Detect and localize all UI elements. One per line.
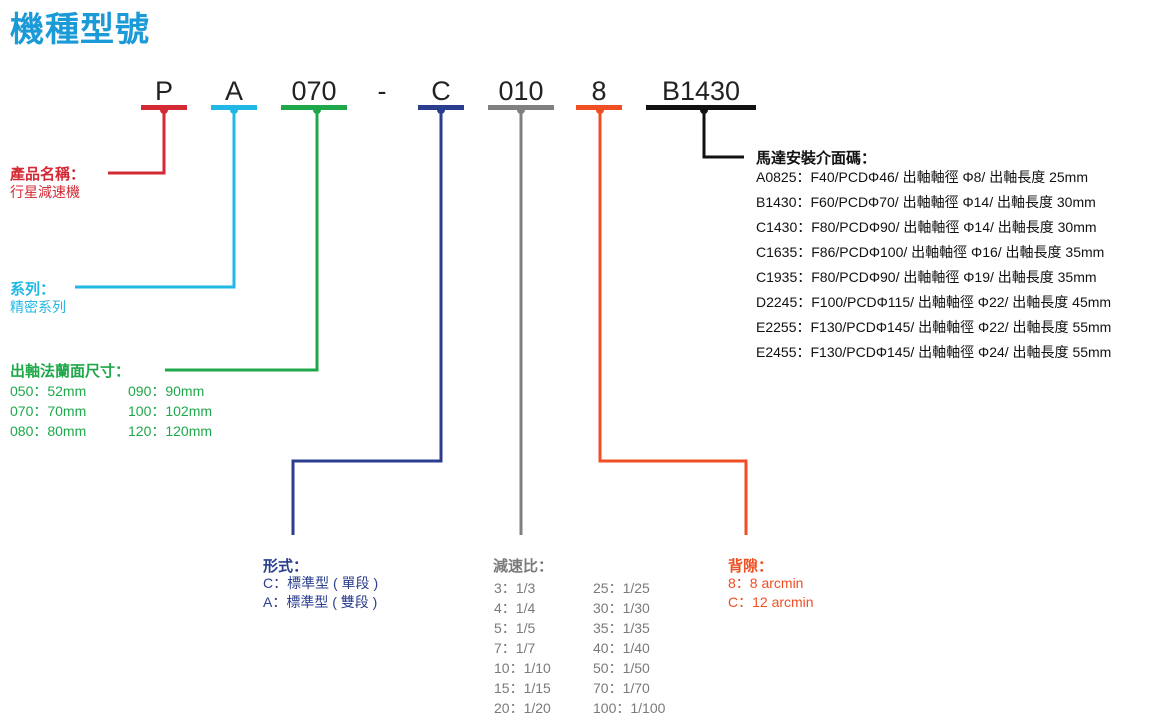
form-list: C：標準型 ( 單段 ) A：標準型 ( 雙段 ) [263, 574, 378, 612]
form-item: C：標準型 ( 單段 ) [263, 575, 379, 591]
page-title: 機種型號 [10, 11, 150, 49]
motor-item: A0825：F40/PCDΦ46/ 出軸軸徑 Φ8/ 出軸長度 25mm [756, 169, 1088, 185]
motor-item: C1635：F86/PCDΦ100/ 出軸軸徑 Φ16/ 出軸長度 35mm [756, 244, 1105, 260]
connector-backlash [598, 110, 748, 535]
connector-series-dot [230, 106, 238, 114]
series-value: 精密系列 [10, 299, 66, 315]
ratio-col1: 3：1/3 4：1/4 5：1/5 7：1/7 10：1/10 15：1/15 … [494, 578, 551, 718]
motor-item: C1935：F80/PCDΦ90/ 出軸軸徑 Φ19/ 出軸長度 35mm [756, 269, 1097, 285]
flange-heading: 出軸法蘭面尺寸： [10, 363, 131, 380]
ratio-item: 20：1/20 [494, 700, 551, 716]
code-segment-form: C [431, 76, 451, 106]
backlash-heading: 背隙： [728, 558, 774, 575]
code-segment-dash: - [377, 76, 387, 106]
ratio-item: 70：1/70 [593, 680, 650, 696]
ratio-heading: 減速比： [493, 558, 554, 575]
motor-item: E2255：F130/PCDΦ145/ 出軸軸徑 Φ22/ 出軸長度 55mm [756, 319, 1112, 335]
connector-product-dot [160, 106, 168, 114]
ratio-item: 50：1/50 [593, 660, 650, 676]
connector-flange-dot [313, 106, 321, 114]
connector-product [108, 110, 166, 175]
motor-item: E2455：F130/PCDΦ145/ 出軸軸徑 Φ24/ 出軸長度 55mm [756, 344, 1112, 360]
motor-list: A0825：F40/PCDΦ46/ 出軸軸徑 Φ8/ 出軸長度 25mm B14… [756, 165, 1111, 365]
ratio-item: 40：1/40 [593, 640, 650, 656]
ratio-item: 30：1/30 [593, 600, 650, 616]
flange-item: 070：70mm [10, 403, 87, 419]
motor-item: B1430：F60/PCDΦ70/ 出軸軸徑 Φ14/ 出軸長度 30mm [756, 194, 1096, 210]
flange-col1: 050：52mm 070：70mm 080：80mm [10, 381, 86, 441]
flange-item: 120：120mm [128, 423, 213, 439]
connector-form-dot [437, 106, 445, 114]
ratio-item: 35：1/35 [593, 620, 650, 636]
ratio-item: 15：1/15 [494, 680, 551, 696]
backlash-item: C：12 arcmin [728, 594, 814, 610]
motor-item: D2245：F100/PCDΦ115/ 出軸軸徑 Φ22/ 出軸長度 45mm [756, 294, 1112, 310]
motor-item: C1430：F80/PCDΦ90/ 出軸軸徑 Φ14/ 出軸長度 30mm [756, 219, 1097, 235]
backlash-list: 8：8 arcmin C：12 arcmin [728, 574, 814, 612]
series-heading: 系列： [10, 281, 56, 298]
form-item: A：標準型 ( 雙段 ) [263, 594, 378, 610]
backlash-item: 8：8 arcmin [728, 575, 804, 591]
flange-item: 050：52mm [10, 383, 87, 399]
connector-ratio-dot [517, 106, 525, 114]
ratio-item: 25：1/25 [593, 580, 650, 596]
ratio-item: 7：1/7 [494, 640, 536, 656]
product-value: 行星減速機 [10, 184, 80, 200]
connector-form [291, 110, 443, 535]
ratio-item: 100：1/100 [593, 700, 666, 716]
ratio-item: 5：1/5 [494, 620, 536, 636]
connector-motor-dot [700, 106, 708, 114]
product-heading: 產品名稱： [10, 166, 86, 183]
flange-item: 100：102mm [128, 403, 213, 419]
connector-flange [165, 110, 319, 372]
flange-item: 090：90mm [128, 383, 205, 399]
ratio-item: 4：1/4 [494, 600, 536, 616]
connector-series [75, 110, 236, 289]
code-segment-ratio: 010 [498, 76, 544, 106]
code-segment-product: P [154, 76, 173, 106]
code-segment-series: A [224, 76, 243, 106]
code-segment-backlash: 8 [591, 76, 607, 106]
ratio-item: 10：1/10 [494, 660, 551, 676]
motor-heading: 馬達安裝介面碼： [756, 150, 877, 167]
form-heading: 形式： [263, 558, 309, 575]
ratio-item: 3：1/3 [494, 580, 536, 596]
connector-backlash-dot [596, 106, 604, 114]
code-segment-flange: 070 [291, 76, 337, 106]
code-segment-motor: B1430 [661, 76, 741, 106]
connector-motor [702, 110, 744, 159]
flange-col2: 090：90mm 100：102mm 120：120mm [128, 381, 212, 441]
ratio-col2: 25：1/25 30：1/30 35：1/35 40：1/40 50：1/50 … [593, 578, 665, 718]
flange-item: 080：80mm [10, 423, 87, 439]
